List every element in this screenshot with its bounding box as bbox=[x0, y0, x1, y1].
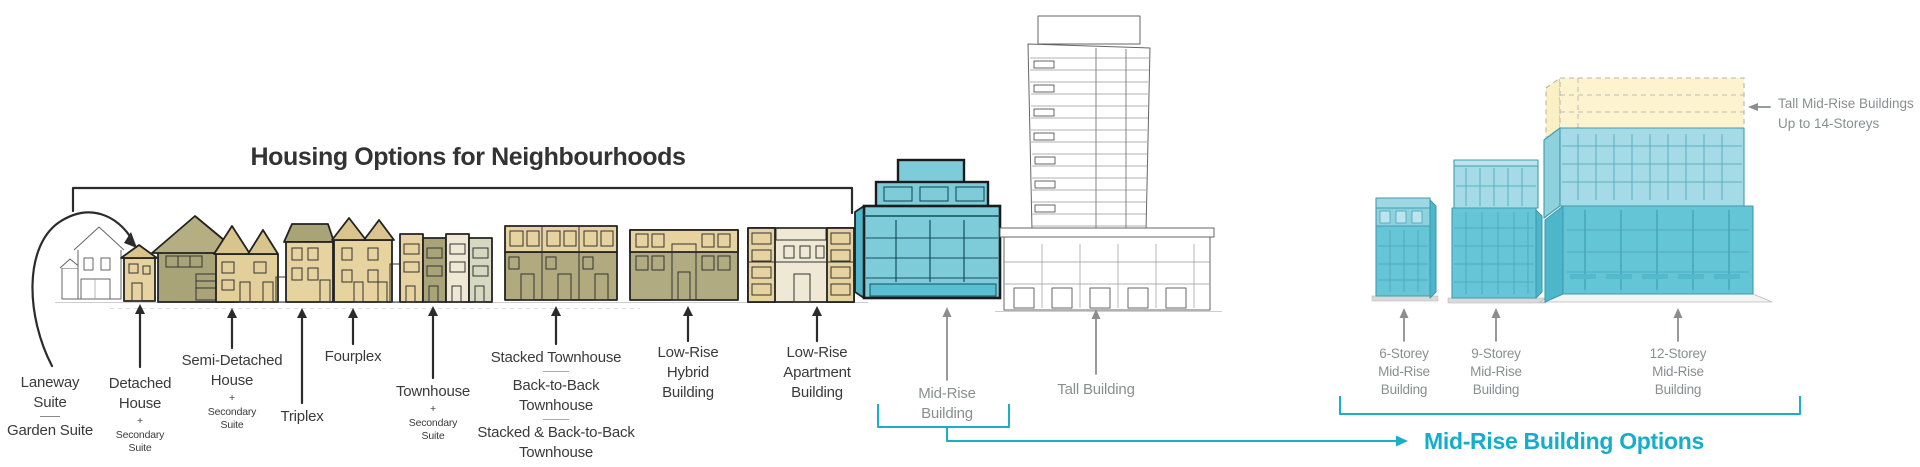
label-triplex: Triplex bbox=[280, 408, 324, 425]
townhouse-arrow bbox=[428, 306, 438, 380]
diagram-title: Housing Options for Neighbourhoods bbox=[250, 143, 686, 171]
label-stacked-back-to-back-townhouse: Stacked & Back-to-Back Townhouse bbox=[477, 424, 635, 461]
housing-options-bracket bbox=[71, 186, 854, 215]
label-semi-detached-house: Semi-Detached House bbox=[181, 352, 283, 389]
laneway-suite-illustration bbox=[59, 226, 125, 300]
semi-detached-arrow bbox=[227, 308, 237, 350]
tall-mid-rise-note-arrow bbox=[1748, 103, 1771, 111]
detached-arrow bbox=[135, 304, 145, 369]
triplex-illustration bbox=[283, 223, 335, 303]
mid-rise-bracket bbox=[877, 404, 1010, 428]
low-rise-apartment-illustration bbox=[747, 227, 855, 303]
garden-suite-illustration bbox=[120, 244, 158, 302]
label-nine-storey: 9-Storey Mid-Rise Building bbox=[1470, 346, 1522, 397]
tall-mid-rise-phantom-storeys bbox=[1545, 76, 1745, 140]
mid-rise-arrow bbox=[942, 307, 952, 381]
fourplex-illustration bbox=[331, 217, 401, 303]
label-garden-suite: Garden Suite bbox=[7, 422, 93, 439]
laneway-curved-arrow bbox=[31, 211, 137, 368]
label-stacked-townhouse: Stacked Townhouse bbox=[490, 349, 622, 366]
six-storey-arrow bbox=[1399, 308, 1409, 342]
six-storey-mid-rise-illustration bbox=[1371, 197, 1439, 302]
low-rise-hybrid-arrow bbox=[683, 306, 693, 343]
label-fourplex: Fourplex bbox=[324, 348, 382, 365]
label-townhouse: Townhouse bbox=[395, 383, 471, 400]
mid-rise-building-illustration bbox=[854, 158, 1002, 300]
mid-rise-options-bracket bbox=[1339, 396, 1801, 415]
stacked-townhouse-arrow bbox=[551, 306, 561, 346]
label-back-to-back-townhouse: Back-to-Back Townhouse bbox=[512, 377, 600, 414]
label-townhouse-secondary-suite: + Secondary Suite bbox=[408, 403, 458, 443]
stacked-townhouse-illustration bbox=[504, 225, 618, 301]
label-low-rise-apartment: Low-Rise Apartment Building bbox=[783, 344, 851, 401]
twelve-storey-arrow bbox=[1673, 308, 1683, 342]
label-divider bbox=[543, 419, 569, 420]
label-laneway-suite: Laneway Suite bbox=[20, 374, 80, 411]
tall-building-illustration bbox=[999, 15, 1215, 311]
label-low-rise-hybrid: Low-Rise Hybrid Building bbox=[657, 344, 719, 401]
nine-storey-mid-rise-illustration bbox=[1447, 159, 1547, 304]
label-divider bbox=[40, 416, 60, 417]
ground-line-left bbox=[55, 302, 868, 309]
label-tall-building: Tall Building bbox=[1057, 381, 1135, 398]
mid-rise-options-arrow bbox=[946, 427, 1408, 447]
nine-storey-arrow bbox=[1491, 308, 1501, 342]
label-mid-rise-building: Mid-Rise Building bbox=[918, 385, 976, 422]
label-semi-detached-secondary-suite: + Secondary Suite bbox=[207, 392, 257, 432]
fourplex-arrow bbox=[348, 308, 358, 346]
semi-detached-house-illustration bbox=[213, 225, 289, 303]
label-detached-house: Detached House bbox=[108, 375, 172, 412]
twelve-storey-mid-rise-illustration bbox=[1538, 76, 1773, 303]
label-detached-secondary-suite: + Secondary Suite bbox=[115, 415, 165, 455]
townhouse-illustration bbox=[399, 233, 493, 303]
triplex-arrow bbox=[297, 308, 307, 405]
low-rise-apartment-arrow bbox=[812, 306, 822, 343]
label-twelve-storey: 12-Storey Mid-Rise Building bbox=[1649, 346, 1707, 397]
low-rise-hybrid-illustration bbox=[629, 229, 739, 301]
label-divider bbox=[543, 371, 569, 372]
label-tall-mid-rise-note: Tall Mid-Rise Buildings Up to 14-Storeys bbox=[1778, 96, 1914, 132]
label-six-storey: 6-Storey Mid-Rise Building bbox=[1378, 346, 1430, 397]
mid-rise-options-heading: Mid-Rise Building Options bbox=[1424, 428, 1704, 454]
tall-building-arrow bbox=[1091, 309, 1101, 375]
